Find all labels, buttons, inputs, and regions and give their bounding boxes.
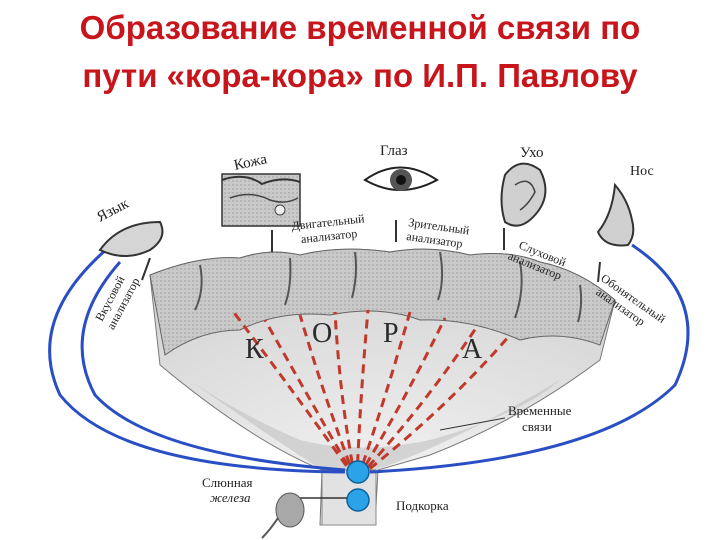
subcortex-label: Подкорка <box>396 498 449 513</box>
eye-illustration <box>363 166 439 191</box>
nucleus-lower <box>346 488 370 512</box>
visual-analyzer-label: Зрительныйанализатор <box>406 215 471 251</box>
nerve-arc-left <box>48 246 346 474</box>
connection-line <box>230 309 357 479</box>
title-line-1: Образование временной связи по <box>79 9 641 46</box>
ear-label: Ухо <box>520 145 544 161</box>
tongue-illustration <box>98 220 164 257</box>
nose-label: Нос <box>630 164 654 179</box>
skin-illustration <box>221 173 301 227</box>
cortex-letter-3: Р <box>383 318 399 349</box>
subcortex-nuclei <box>346 460 370 512</box>
skin-label: Кожа <box>233 151 269 174</box>
taste-analyzer-label: Вкусовойанализатор <box>91 269 142 332</box>
connection-line <box>357 334 512 480</box>
connection-line <box>356 324 480 480</box>
connection-line <box>356 311 412 479</box>
eye-label: Глаз <box>380 143 408 159</box>
nucleus-upper <box>346 460 370 484</box>
ear-illustration <box>500 162 547 227</box>
salivary-gland-illustration <box>261 492 347 539</box>
connection-line <box>356 317 447 479</box>
motor-analyzer-label: Двигательныйанализатор <box>291 211 367 247</box>
temporary-connections <box>230 309 512 480</box>
page-title: Образование временной связи по пути «кор… <box>0 4 720 100</box>
connection-line <box>355 309 370 479</box>
nerve-arc-left-inner <box>80 261 346 472</box>
analyzer-dividers <box>141 220 601 283</box>
connection-line <box>263 319 357 479</box>
cortex-letter-2: О <box>312 318 332 349</box>
connection-line <box>333 311 357 479</box>
tongue-label: Язык <box>94 195 132 225</box>
cortex-letter-4: А <box>462 334 483 365</box>
cortex-letter-1: К <box>245 334 264 365</box>
title-line-2: пути «кора-кора» по И.П. Павлову <box>82 57 638 94</box>
nerve-arc-right <box>369 243 690 474</box>
nose-illustration <box>596 182 635 247</box>
nerve-arcs <box>48 243 690 474</box>
temporary-links-pointer <box>439 417 506 431</box>
connection-line <box>298 314 357 479</box>
